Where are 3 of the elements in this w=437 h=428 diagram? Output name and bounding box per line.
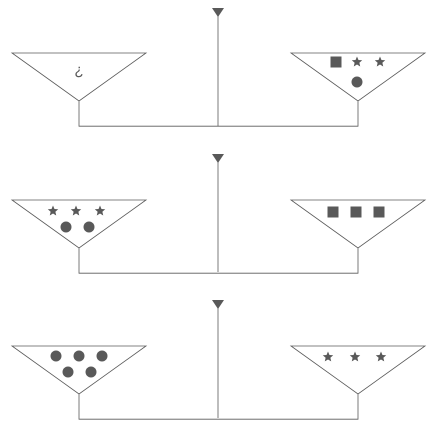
balance-beam [78, 248, 358, 274]
balance-beam [78, 100, 358, 127]
balance-beam [78, 394, 358, 420]
